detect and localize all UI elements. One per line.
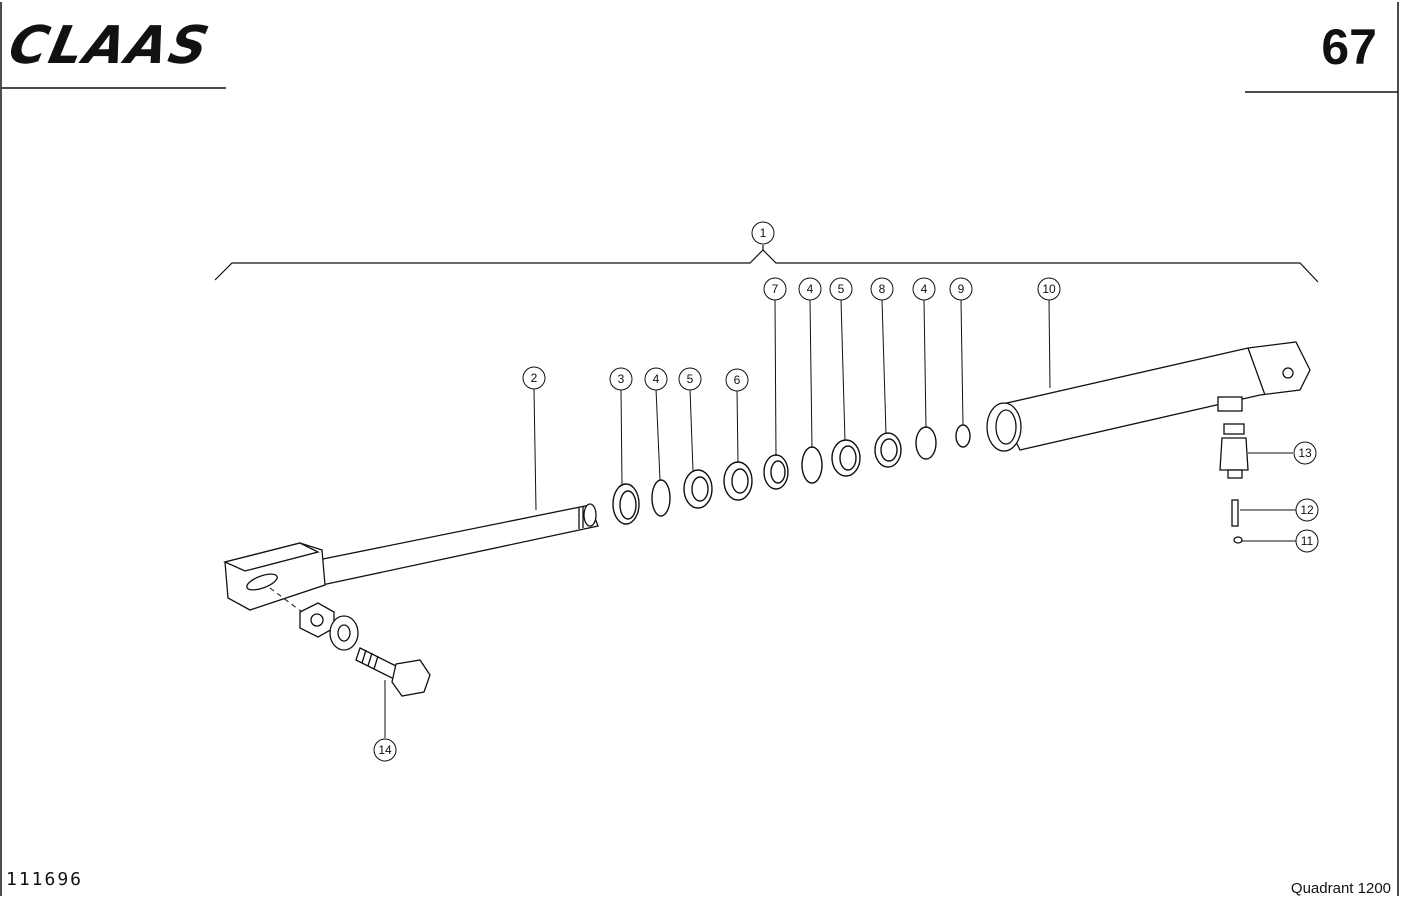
svg-text:7: 7: [772, 282, 779, 296]
drawing-number: 111696: [6, 869, 84, 890]
callout-9: 9: [949, 277, 973, 301]
cylinder-tube: [986, 341, 1311, 452]
callout-8: 8: [870, 277, 894, 301]
assembly-brace: [214, 245, 1319, 283]
svg-text:12: 12: [1300, 503, 1314, 517]
callout-12: 12: [1295, 498, 1319, 522]
fittings: [1219, 423, 1249, 544]
svg-text:4: 4: [653, 372, 660, 386]
svg-text:8: 8: [879, 282, 886, 296]
callout-14: 14: [373, 738, 397, 762]
svg-text:4: 4: [921, 282, 928, 296]
callout-4c: 4: [912, 277, 936, 301]
svg-text:14: 14: [378, 743, 392, 757]
callout-3: 3: [609, 367, 633, 391]
callout-1: 1: [751, 221, 775, 245]
callout-11: 11: [1295, 529, 1319, 553]
svg-text:10: 10: [1042, 282, 1056, 296]
callout-13: 13: [1293, 441, 1317, 465]
svg-text:1: 1: [760, 226, 767, 240]
callout-5a: 5: [678, 367, 702, 391]
callout-10: 10: [1037, 277, 1061, 301]
callout-7: 7: [763, 277, 787, 301]
svg-text:4: 4: [807, 282, 814, 296]
seal-rings: [612, 424, 971, 525]
callout-4a: 4: [644, 367, 668, 391]
callouts: 1 2 3 4 5 6 7 4 5 8 4 9 10 13 12 11 14: [373, 221, 1319, 762]
svg-text:6: 6: [734, 373, 741, 387]
svg-text:13: 13: [1298, 446, 1312, 460]
svg-text:3: 3: [618, 372, 625, 386]
callout-6: 6: [725, 368, 749, 392]
svg-text:5: 5: [687, 372, 694, 386]
callout-2: 2: [522, 366, 546, 390]
bolt-set: [269, 587, 431, 697]
brand-logo: CLAAS: [3, 16, 216, 76]
callout-4b: 4: [798, 277, 822, 301]
model-name: Quadrant 1200: [1290, 880, 1391, 897]
callout-5b: 5: [829, 277, 853, 301]
svg-text:2: 2: [531, 371, 538, 385]
piston-rod: [223, 503, 599, 611]
page-number: 67: [1321, 19, 1377, 75]
leader-lines: [384, 299, 1296, 738]
svg-text:5: 5: [838, 282, 845, 296]
svg-text:11: 11: [1301, 534, 1314, 548]
svg-text:9: 9: [958, 282, 965, 296]
